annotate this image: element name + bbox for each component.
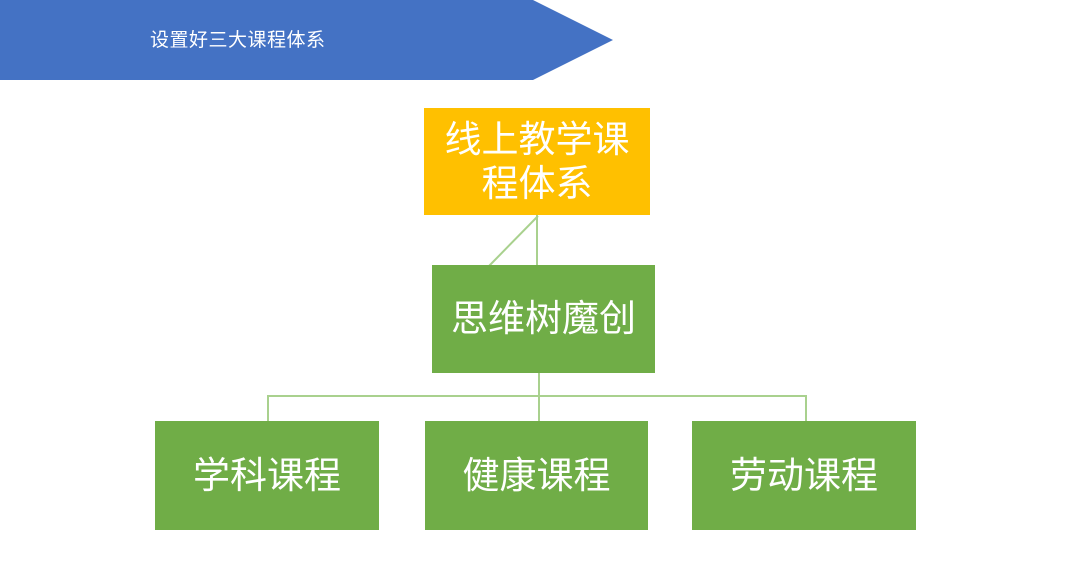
node-leaf-subject-course[interactable]: 学科课程 [155,421,379,530]
connector-drop-center [538,395,540,421]
connector-root-vertical [536,215,538,266]
connector-drop-left [267,395,269,421]
banner-title: 设置好三大课程体系 [150,29,326,51]
banner-arrow-shape [0,0,613,80]
node-leaf-health-course[interactable]: 健康课程 [425,421,648,530]
node-root-online-teaching-system[interactable]: 线上教学课程体系 [424,108,650,215]
node-leaf-labor-course[interactable]: 劳动课程 [692,421,916,530]
connector-root-diagonal [488,215,539,267]
connector-drop-right [805,395,807,421]
connector-middle-down [538,373,540,397]
connector-horizontal-bus [267,395,807,397]
node-middle-siweishu-mochuang[interactable]: 思维树魔创 [432,265,655,373]
